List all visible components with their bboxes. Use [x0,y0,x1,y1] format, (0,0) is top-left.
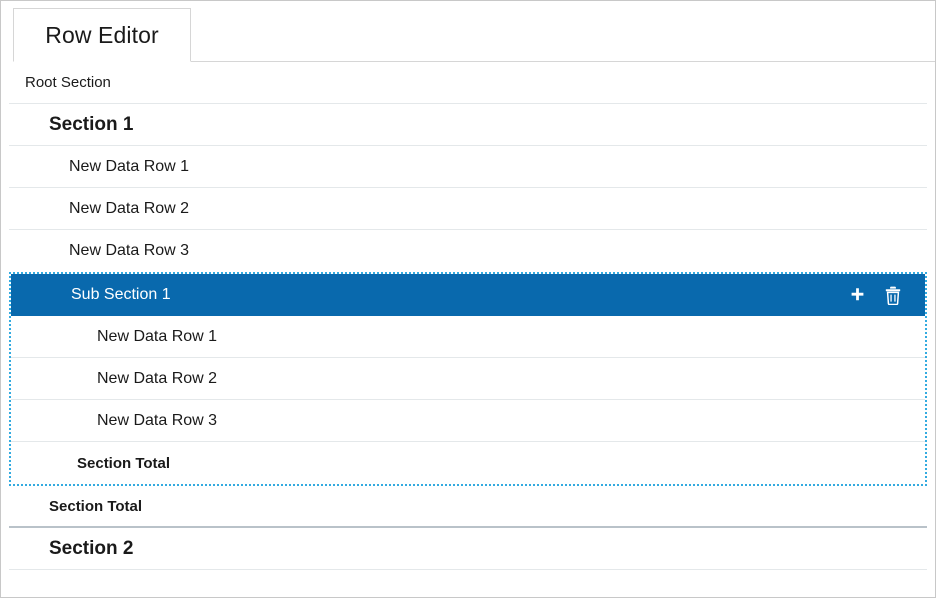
row-label: Section Total [77,454,171,472]
add-icon[interactable] [847,284,867,306]
tab-label: Row Editor [45,21,159,48]
row-label: New Data Row 2 [97,369,218,387]
row-data-2[interactable]: New Data Row 2 [9,188,927,230]
row-list: Root Section Section 1 New Data Row 1 Ne… [1,62,935,570]
delete-icon[interactable] [883,284,903,306]
row-label: New Data Row 2 [69,199,190,217]
tab-strip-baseline [191,61,935,62]
row-sub-section-1[interactable]: Sub Section 1 [11,274,925,316]
row-section-total[interactable]: Section Total [9,486,927,528]
row-sub-data-3[interactable]: New Data Row 3 [11,400,925,442]
row-section-1[interactable]: Section 1 [9,104,927,146]
row-data-1[interactable]: New Data Row 1 [9,146,927,188]
row-sub-data-1[interactable]: New Data Row 1 [11,316,925,358]
row-sub-data-2[interactable]: New Data Row 2 [11,358,925,400]
row-label: Root Section [25,74,111,91]
row-actions [847,284,925,306]
row-sub-section-total[interactable]: Section Total [11,442,925,484]
row-section-2[interactable]: Section 2 [9,528,927,570]
row-label: Section Total [49,497,143,515]
row-label: Section 2 [49,537,134,559]
row-data-3[interactable]: New Data Row 3 [9,230,927,272]
row-label: Section 1 [49,113,134,135]
subsection-group: Sub Section 1 [9,272,927,486]
tab-strip: Row Editor [1,8,935,62]
tab-row-editor[interactable]: Row Editor [13,8,191,62]
row-label: New Data Row 3 [97,411,218,429]
row-label: New Data Row 3 [69,242,190,259]
row-root-section[interactable]: Root Section [9,62,927,104]
row-label: New Data Row 1 [69,157,190,175]
row-label: New Data Row 1 [97,327,218,345]
row-label: Sub Section 1 [71,286,171,303]
